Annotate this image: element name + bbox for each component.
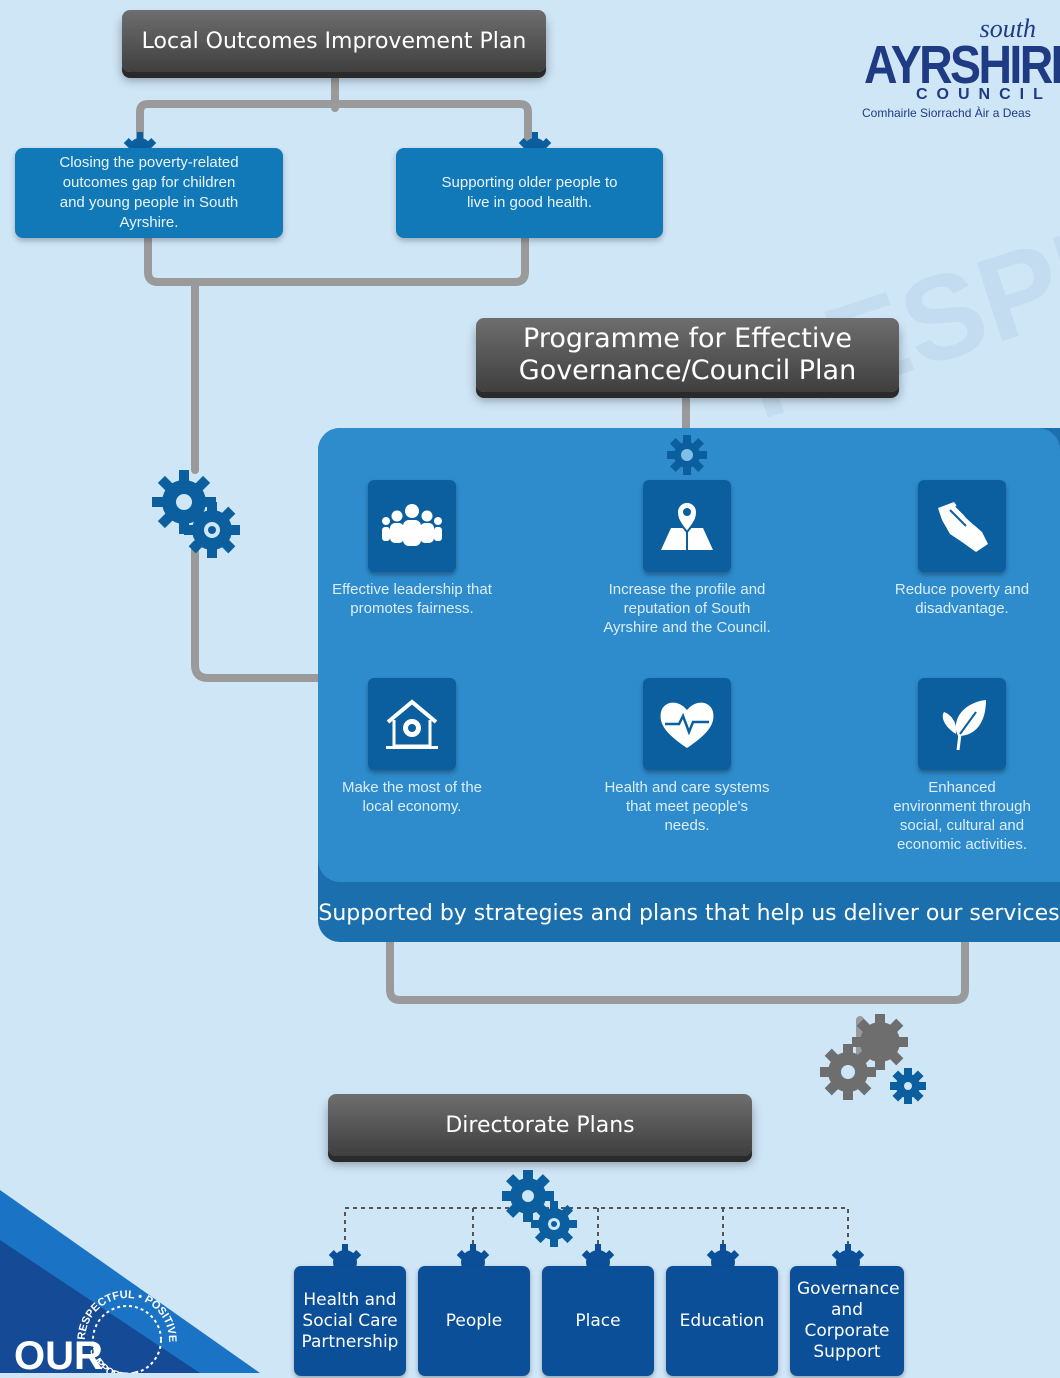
directorate-box: Governance and Corporate Support xyxy=(790,1266,904,1376)
outcome-box: Closing the poverty-related outcomes gap… xyxy=(15,148,283,238)
council-logo: south AYRSHIRE COUNCIL Comhairle Siorrac… xyxy=(860,14,1060,124)
helping-hand-icon xyxy=(938,502,988,552)
leaf-icon xyxy=(942,700,986,751)
directorate-label: Education xyxy=(679,1310,765,1331)
outcome-box: Supporting older people to live in good … xyxy=(396,148,663,238)
priority-label: Increase the profile and reputation of S… xyxy=(603,581,771,636)
logo-council: COUNCIL xyxy=(916,86,1052,103)
people-group-icon xyxy=(382,504,442,546)
badge-word: OUR xyxy=(14,1334,103,1378)
gear-icon xyxy=(456,1244,490,1270)
gears-icon xyxy=(820,1014,926,1104)
logo-gaelic: Comhairle Siorrachd Àir a Deas xyxy=(862,106,1031,120)
priority-tile xyxy=(368,678,456,770)
directorate-label: Place xyxy=(575,1310,621,1331)
values-badge: RESPECTFUL • POSITIVE SUPPORTIVE xyxy=(76,1289,178,1373)
priority-label: Make the most of the local economy. xyxy=(341,779,483,815)
map-pin-icon xyxy=(661,501,713,550)
lotip-title: Local Outcomes Improvement Plan xyxy=(141,28,527,54)
lotip-title-bar: Local Outcomes Improvement Plan xyxy=(122,10,546,72)
gears-icon xyxy=(502,1170,577,1247)
outcome-text: Closing the poverty-related outcomes gap… xyxy=(59,154,239,231)
priority-tile xyxy=(918,678,1006,770)
priority-label: Health and care systems that meet people… xyxy=(604,779,770,834)
gear-icon xyxy=(706,1244,740,1270)
priority-tile xyxy=(368,480,456,572)
directorate-label: Governance and Corporate Support xyxy=(797,1279,900,1362)
directorate-box: Health and Social Care Partnership xyxy=(294,1266,406,1376)
directorate-title: Directorate Plans xyxy=(445,1112,635,1138)
priority-label: Reduce poverty and disadvantage. xyxy=(894,581,1030,617)
programme-title: Programme for Effective Governance/Counc… xyxy=(518,323,857,386)
directorate-box: Place xyxy=(542,1266,654,1376)
directorate-label: People xyxy=(445,1310,503,1331)
directorate-box: People xyxy=(418,1266,530,1376)
logo-south: south xyxy=(979,14,1036,43)
programme-title-bar: Programme for Effective Governance/Counc… xyxy=(476,318,899,392)
supported-bar: Supported by strategies and plans that h… xyxy=(318,884,1060,942)
priority-label: Effective leadership that promotes fairn… xyxy=(332,581,492,617)
gear-icon xyxy=(328,1244,362,1270)
supported-text: Supported by strategies and plans that h… xyxy=(318,900,1060,926)
priority-tile xyxy=(918,480,1006,572)
gear-icon xyxy=(667,435,707,475)
outcome-text: Supporting older people to live in good … xyxy=(441,174,618,211)
directorate-title-bar: Directorate Plans xyxy=(328,1094,752,1156)
heart-pulse-icon xyxy=(660,702,714,748)
directorate-box: Education xyxy=(666,1266,778,1376)
priority-label: Enhanced environment through social, cul… xyxy=(893,779,1031,853)
house-money-icon xyxy=(386,699,438,749)
gear-icon xyxy=(831,1244,865,1270)
priority-tile xyxy=(643,678,731,770)
logo-ayrshire: AYRSHIRE xyxy=(864,35,1060,95)
gear-icon xyxy=(581,1244,615,1270)
directorate-label: Health and Social Care Partnership xyxy=(301,1289,399,1352)
gears-icon xyxy=(152,470,240,558)
priority-tile xyxy=(643,480,731,572)
